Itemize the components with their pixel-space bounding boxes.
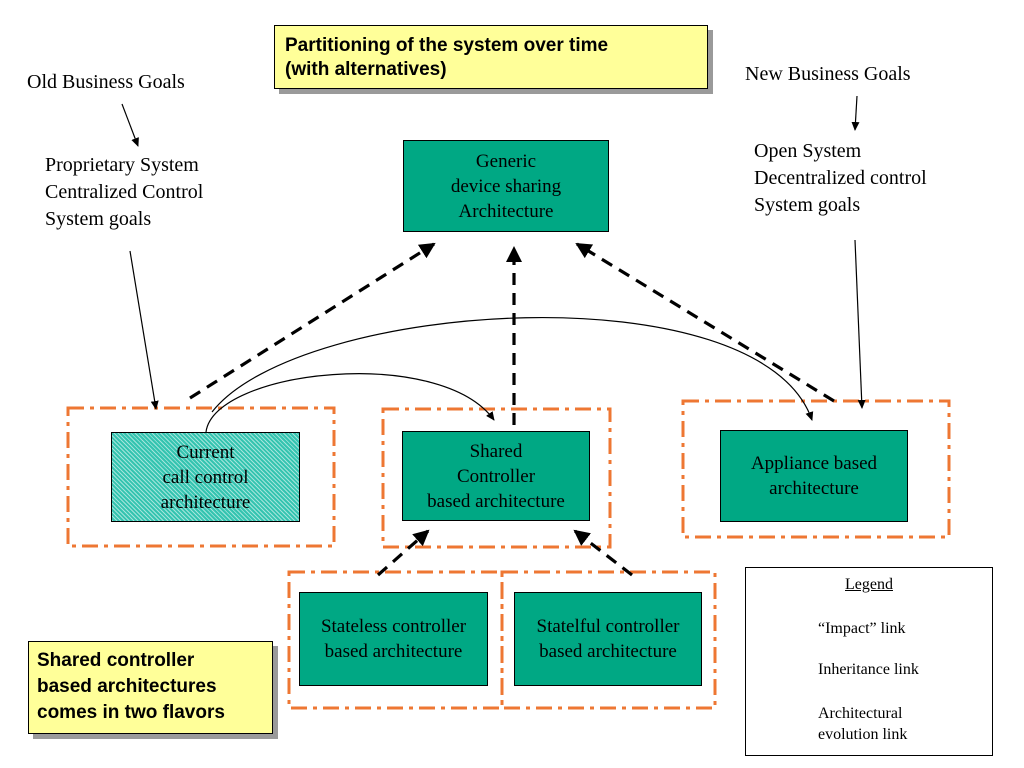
impact-link-new-goals <box>851 95 860 131</box>
current-call-control-box: Current call control architecture <box>111 432 300 522</box>
evolution-link-current-to-appliance <box>211 317 814 421</box>
appliance-based-box: Appliance based architecture <box>720 430 908 522</box>
stateless-controller-box: Stateless controller based architecture <box>299 592 488 686</box>
old-goals-list: Proprietary System Centralized Control S… <box>45 152 203 233</box>
inheritance-link-appliance-to-generic <box>575 242 835 403</box>
shared-box-line3: based architecture <box>427 490 565 512</box>
statelful-box-line1: Statelful controller <box>536 616 680 637</box>
legend-inheritance-label: Inheritance link <box>818 661 919 678</box>
generic-box-line2: device sharing <box>450 175 562 197</box>
old-goals-line1: Proprietary System <box>45 154 199 176</box>
group-border-shared <box>381 407 612 549</box>
flavors-note: Shared controller based architectures co… <box>28 641 273 734</box>
stateless-box-line2: based architecture <box>324 641 463 662</box>
current-box-line1: Current <box>176 441 235 463</box>
appliance-box-line2: architecture <box>769 478 859 499</box>
new-goals-line1: Open System <box>754 140 862 162</box>
old-goals-heading: Old Business Goals <box>27 71 185 93</box>
flavors-note-line2: based architectures <box>37 676 217 697</box>
inheritance-link-current-to-generic <box>189 242 436 400</box>
statelful-box-line2: based architecture <box>539 641 677 662</box>
group-border-current <box>66 406 336 548</box>
appliance-box-line1: Appliance based <box>750 453 878 474</box>
old-goals-line2: Centralized Control <box>45 181 204 203</box>
new-goals-line3: System goals <box>754 194 861 216</box>
impact-link-old-goals <box>121 103 139 147</box>
title-note-line1: Partitioning of the system over time <box>285 35 609 56</box>
new-goals-line2: Decentralized control <box>754 167 927 189</box>
title-note-line2: (with alternatives) <box>285 59 447 80</box>
new-goals-list: Open System Decentralized control System… <box>754 138 927 219</box>
shared-controller-box: Shared Controller based architecture <box>402 431 590 521</box>
legend-evolution-line1: Architectural <box>818 705 903 722</box>
inheritance-link-statelful-to-shared <box>573 529 633 577</box>
generic-box-line3: Architecture <box>458 200 554 222</box>
group-border-appliance <box>681 399 951 539</box>
new-goals-heading: New Business Goals <box>745 63 911 85</box>
group-border-statelful <box>500 570 717 710</box>
legend-impact-label: “Impact” link <box>818 620 906 637</box>
stateless-box-line1: Stateless controller <box>320 616 467 637</box>
legend-evolution-label: Architectural evolution link <box>818 703 907 745</box>
legend-evolution-line2: evolution link <box>818 726 908 743</box>
impact-link-new-to-appliance <box>854 239 866 409</box>
current-box-line2: call control <box>162 466 249 488</box>
legend-title: Legend <box>845 576 893 593</box>
shared-box-line1: Shared <box>469 440 523 462</box>
generic-box-line1: Generic <box>475 150 537 172</box>
flavors-note-line1: Shared controller <box>37 650 195 671</box>
evolution-link-current-to-shared <box>205 373 495 433</box>
generic-device-sharing-box: Generic device sharing Architecture <box>403 140 609 232</box>
current-box-line3: architecture <box>160 491 251 513</box>
impact-link-old-to-current <box>129 250 159 410</box>
title-note: Partitioning of the system over time (wi… <box>274 25 708 89</box>
inheritance-link-stateless-to-shared <box>376 529 430 577</box>
legend-panel: Legend “Impact” link Inheritance link Ar… <box>745 567 993 756</box>
shared-box-line2: Controller <box>456 465 536 487</box>
statelful-controller-box: Statelful controller based architecture <box>514 592 702 686</box>
old-goals-line3: System goals <box>45 208 152 230</box>
flavors-note-line3: comes in two flavors <box>37 702 225 723</box>
